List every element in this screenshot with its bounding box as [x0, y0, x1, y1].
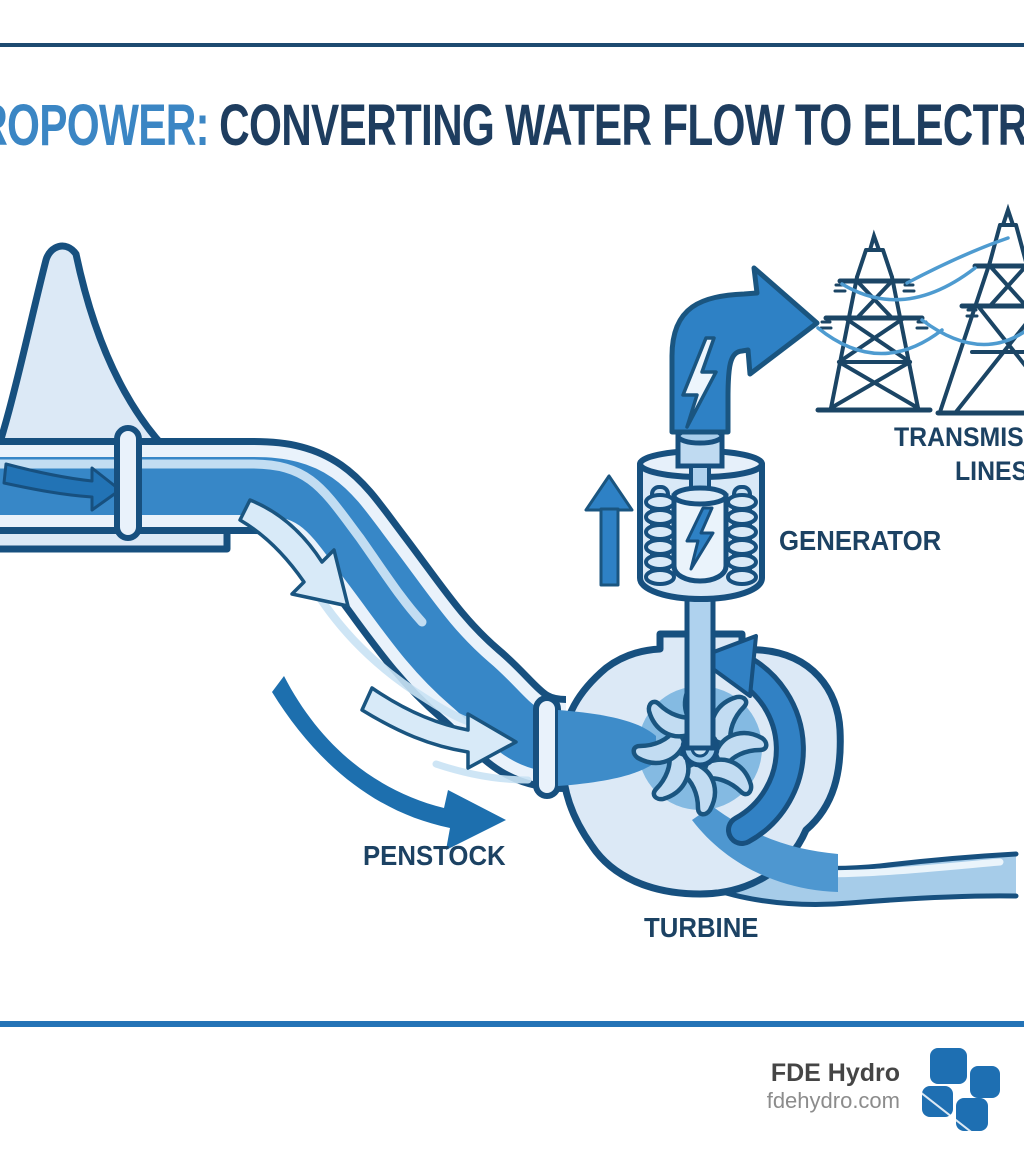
- transmission-towers-icon: [815, 203, 1024, 416]
- lightning-bolt-icon: [681, 336, 718, 429]
- label-transmission-lines-line1: TRANSMISSION: [894, 422, 1024, 452]
- turbine-icon: [558, 630, 844, 898]
- logo-square-top: [930, 1048, 967, 1084]
- water-highlight-streak: [300, 568, 486, 730]
- label-penstock: PENSTOCK: [363, 840, 506, 871]
- page-title-accent: HYDROPOWER:: [0, 93, 210, 158]
- brand-name: FDE Hydro: [770, 1059, 900, 1087]
- power-lines: [816, 236, 1024, 356]
- logo-square-right: [970, 1066, 1000, 1098]
- generator-icon: [637, 426, 765, 602]
- rotation-arrow: [696, 634, 806, 846]
- pipe-flange: [114, 425, 142, 541]
- footer-divider-rule: [0, 1021, 1024, 1027]
- penstock-pipe: [0, 438, 569, 792]
- water-highlight-streak: [0, 459, 427, 627]
- pipe-flange: [533, 695, 561, 799]
- label-turbine: TURBINE: [644, 912, 759, 943]
- generator-coils: [644, 493, 758, 586]
- up-arrow: [584, 474, 634, 587]
- intake-flow-arrow: [2, 462, 122, 512]
- footer-brand-block: FDE Hydro fdehydro.com: [767, 1058, 900, 1114]
- pipe-flow-arrows: [238, 498, 518, 770]
- lightning-bolt-icon: [685, 506, 715, 571]
- label-transmission-lines-line2: LINES: [955, 456, 1024, 486]
- page-title-rest: CONVERTING WATER FLOW TO ELECTRICITY: [219, 93, 1024, 158]
- water-highlight-streak: [432, 760, 532, 784]
- turbine-shaft: [684, 577, 716, 751]
- label-generator: GENERATOR: [779, 525, 942, 556]
- brand-website: fdehydro.com: [766, 1088, 900, 1113]
- brand-logo: [912, 1046, 1009, 1161]
- power-output-arrow: [669, 265, 820, 435]
- penstock-swoosh-arrow: [272, 676, 506, 850]
- turbine-inlet-water: [558, 710, 656, 786]
- page-title: HYDROPOWER:CONVERTING WATER FLOW TO ELEC…: [0, 97, 1024, 155]
- logo-square-bottom: [956, 1098, 988, 1131]
- top-divider-rule: [0, 43, 1024, 47]
